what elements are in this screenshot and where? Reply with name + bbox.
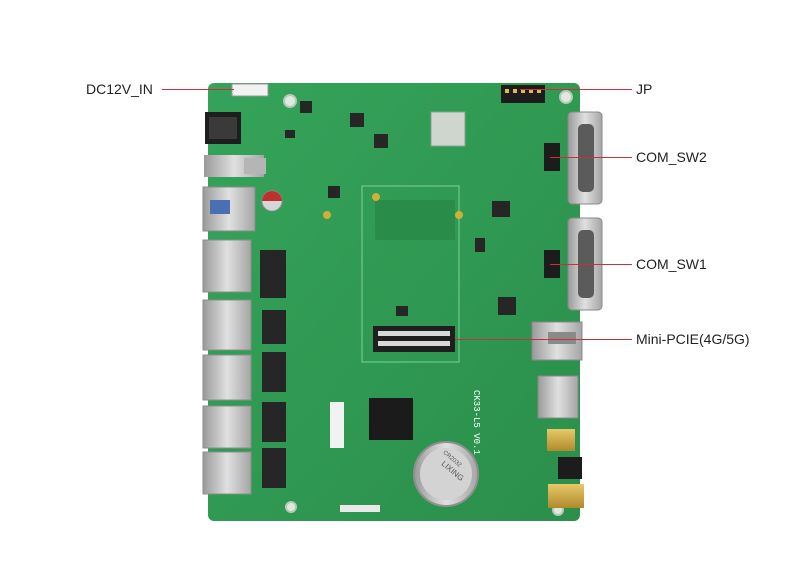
pcb-board (208, 83, 580, 521)
standoffs (323, 193, 463, 219)
ics (285, 101, 516, 316)
minipcie-copper-pour (375, 200, 455, 240)
callout-com-sw1: COM_SW1 (636, 256, 707, 272)
ethernet-ports (202, 239, 252, 495)
leader-com-sw2 (550, 157, 632, 158)
callout-jp: JP (636, 81, 653, 97)
minipcie-card-area (361, 185, 460, 363)
callout-mini-pcie: Mini-PCIE(4G/5G) (636, 331, 750, 347)
jp-header (501, 85, 545, 103)
leader-com-sw1 (550, 264, 632, 265)
module-chip (430, 111, 466, 147)
bottom-pins (340, 505, 380, 512)
sd-slot (537, 375, 579, 419)
soc-chip (369, 398, 413, 440)
com-port-top (567, 111, 603, 205)
callout-com-sw2: COM_SW2 (636, 149, 707, 165)
dc-header (231, 83, 269, 97)
leader-mini-pcie (455, 339, 632, 340)
board-model-text: CK33-L5 V0.1 (471, 390, 481, 455)
gold-headers (547, 429, 584, 508)
leader-jp (520, 89, 632, 90)
leader-dc-in (162, 89, 234, 90)
magnetics (260, 250, 286, 488)
minipcie-slot (373, 326, 455, 352)
audio-jack (558, 457, 582, 479)
silkscreen-sticker (330, 402, 344, 448)
callout-dc12v-in: DC12V_IN (86, 81, 153, 97)
